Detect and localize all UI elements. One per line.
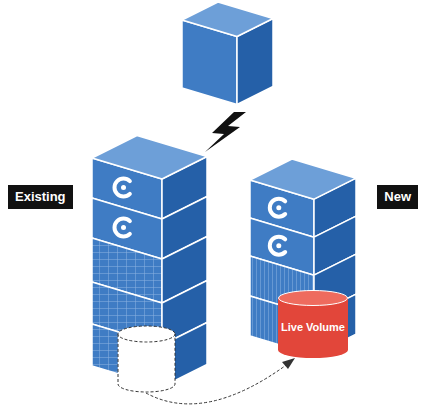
label-box: New bbox=[377, 185, 418, 209]
lightning-bolt bbox=[205, 112, 246, 152]
cylinder-top bbox=[279, 291, 348, 306]
rack-top bbox=[92, 136, 207, 180]
rack-top bbox=[250, 159, 356, 199]
volume-label: Live Volume bbox=[281, 321, 345, 333]
volume-cylinder-top bbox=[118, 326, 175, 342]
server-racks bbox=[92, 2, 356, 404]
logo-symbol bbox=[121, 225, 126, 230]
logo-symbol bbox=[121, 185, 126, 190]
rack-top bbox=[182, 2, 273, 37]
logo-symbol bbox=[115, 178, 130, 196]
volume-cylinder: Live Volume bbox=[278, 290, 348, 358]
logo-symbol bbox=[270, 199, 285, 217]
rack-label: New bbox=[384, 189, 411, 205]
logo-symbol bbox=[115, 218, 130, 236]
volume-cylinder bbox=[118, 334, 175, 392]
logo-symbol bbox=[270, 237, 285, 255]
label-box: Existing bbox=[8, 185, 73, 209]
arrow-head bbox=[282, 358, 295, 369]
rack-label: Existing bbox=[15, 189, 66, 205]
cylinder-body bbox=[278, 298, 348, 358]
logo-symbol bbox=[276, 205, 281, 210]
logo-symbol bbox=[276, 243, 281, 248]
migration-arrow bbox=[146, 363, 289, 404]
